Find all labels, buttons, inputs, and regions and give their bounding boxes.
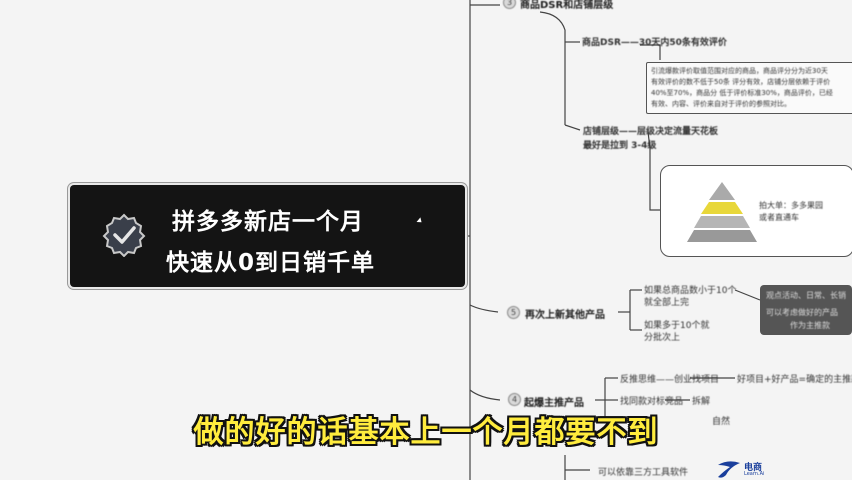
section-number: 5	[510, 308, 517, 317]
dsr-note-line: 引流爆款评价取值范围对应的商品，商品评分分为近30天	[651, 67, 828, 75]
section-title[interactable]: 商品DSR和店铺层级	[520, 0, 614, 11]
video-subtitle: 做的好的话基本上一个月都要不到	[193, 415, 659, 450]
watermark-logo: 电商 Learn.Ai	[716, 458, 776, 480]
pyramid-note: 拍大单：多多果园	[759, 201, 823, 210]
side-note-line: 观点活动、日常、长销	[766, 291, 846, 300]
push-option[interactable]: 反推思维——创业找项目	[620, 375, 720, 385]
store-level-label-2[interactable]: 最好是拉到 3-4级	[583, 141, 657, 151]
pyramid-card: 拍大单：多多果园 或者直通车	[660, 165, 852, 257]
mouse-cursor-icon	[416, 217, 424, 225]
push-option-tail[interactable]: 拆解	[692, 397, 711, 407]
relist-option[interactable]: 如果总商品数小于10个	[644, 286, 737, 296]
section-number-badge: 5	[507, 306, 520, 319]
dsr-note-line: 有效评价的数不低于50条 评分有效，店铺分层依赖于评价	[651, 78, 831, 86]
section-number: 4	[511, 395, 518, 404]
store-level-label[interactable]: 店铺层级——层级决定流量天花板	[583, 127, 719, 137]
side-note-line: 作为主推款	[790, 321, 830, 330]
relist-option[interactable]: 分批次上	[644, 333, 681, 343]
verified-badge-icon	[102, 213, 146, 257]
title-card: 拼多多新店一个月 快速从0到日销千单	[70, 185, 465, 287]
brand-sub: Learn.Ai	[744, 471, 765, 477]
brand-name: 电商	[744, 463, 763, 473]
pyramid-note: 或者直通车	[759, 213, 799, 222]
pyramid-graphic	[687, 182, 757, 242]
dsr-note-line: 有效、内容、评价来自对于评价的参照对比。	[651, 100, 791, 108]
dsr-label[interactable]: 商品DSR——30天内50条有效评价	[582, 38, 727, 48]
side-note-box: 观点活动、日常、长销 可以考虑做好的产品 作为主推款	[760, 285, 852, 335]
section-number: 3	[506, 0, 513, 7]
push-option[interactable]: 找同款对标竞品	[620, 397, 684, 407]
title-line-2: 快速从0到日销千单	[166, 250, 376, 276]
push-option-tail[interactable]: 好项目+好产品=确定的主推款	[737, 375, 852, 385]
section-number-badge: 3	[503, 0, 516, 9]
section-title[interactable]: 再次上新其他产品	[525, 310, 605, 321]
tool-label[interactable]: 可以依靠三方工具软件	[598, 468, 689, 478]
side-note-line: 可以考虑做好的产品	[766, 308, 838, 317]
push-option[interactable]: 自然	[712, 417, 731, 427]
relist-option[interactable]: 就全部上完	[644, 298, 690, 308]
relist-option[interactable]: 如果多于10个就	[644, 321, 710, 331]
title-line-1: 拼多多新店一个月	[172, 209, 364, 235]
section-number-badge: 4	[508, 393, 521, 406]
section-title[interactable]: 起爆主推产品	[524, 398, 584, 409]
dsr-note-box: 引流爆款评价取值范围对应的商品，商品评分分为近30天 有效评价的数不低于50条 …	[646, 62, 852, 114]
brand-logo-icon	[718, 461, 740, 478]
dsr-note-line: 40%至70%，商品分 低于评价标准30%，商品评价，已经	[651, 89, 833, 97]
